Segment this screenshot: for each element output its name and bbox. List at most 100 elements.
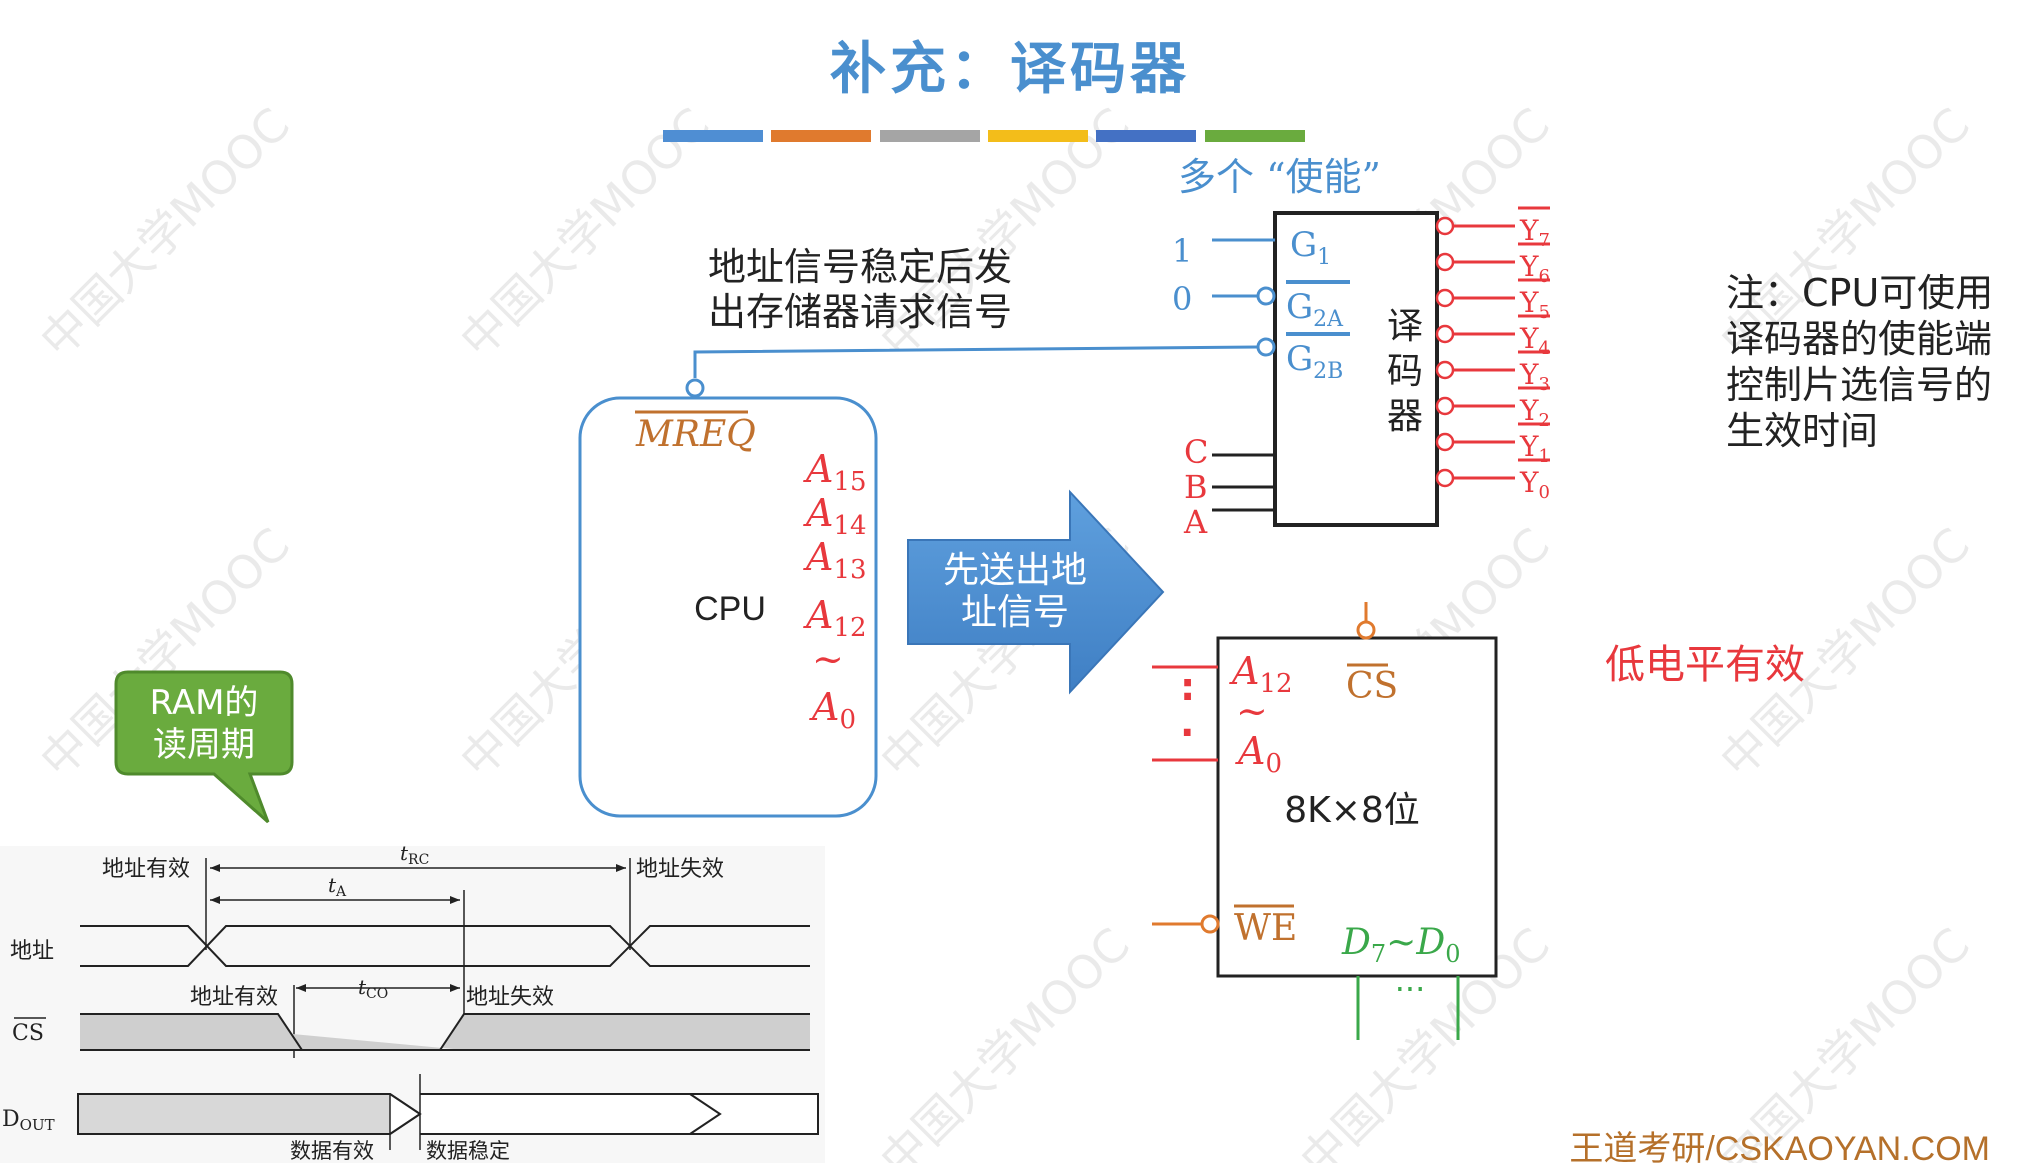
g1-label: G1	[1290, 225, 1331, 270]
enable-caption: 多个 “使能”	[1178, 155, 1381, 199]
note-line: 生效时间	[1726, 409, 1878, 453]
dout-highz-region	[77, 1093, 422, 1135]
watermark-text: 中国大学MOOC	[870, 917, 1140, 1163]
title-color-bar	[663, 130, 1305, 142]
cpu-pin-a12: A12	[803, 593, 867, 643]
cs-high-fill-left	[80, 1014, 302, 1050]
data-ellipsis: ···	[1395, 970, 1426, 1008]
cpu-pin-a13: A13	[803, 535, 867, 585]
output-label: Y4	[1519, 322, 1550, 359]
low-active-label: 低电平有效	[1605, 642, 1805, 688]
signal-annotation-line: 地址信号稳定后发	[708, 245, 1012, 289]
enable-value-1: 1	[1172, 232, 1192, 270]
decoder-74138: 多个 “使能” 1 G1 0 G2A G2B 译 码 器 C B A	[1172, 155, 1550, 541]
cpu-block: MREQ CPU A15 A14 A13 A12 ~ A0	[578, 396, 878, 818]
output-bubble	[1435, 468, 1455, 488]
decoder-box	[1273, 211, 1439, 527]
color-bar-segment	[663, 130, 763, 142]
ram-pin-tilde: ~	[1236, 689, 1268, 733]
output-label: Y1	[1519, 430, 1550, 467]
ram-cs-label: CS	[1346, 666, 1398, 707]
g2b-bubble	[1256, 337, 1276, 357]
cpu-pin-tilde: ~	[812, 637, 844, 681]
color-bar-segment	[988, 130, 1088, 142]
color-bar-segment	[880, 130, 980, 142]
mreq-bubble	[685, 378, 705, 398]
output-label: Y5	[1519, 286, 1550, 323]
we-bubble	[1200, 914, 1220, 934]
output-bubble	[1435, 360, 1455, 380]
note-line: 译码器的使能端	[1726, 317, 1992, 361]
timing-addr-invalid: 地址失效	[636, 857, 724, 882]
arrow-shape	[907, 489, 1165, 695]
color-bar-segment	[771, 130, 871, 142]
send-address-arrow: 先送出地 址信号	[907, 489, 1165, 695]
decoder-name-char: 码	[1387, 351, 1423, 392]
arrowhead	[450, 896, 460, 904]
ram-addr-dots: .	[1180, 701, 1194, 745]
select-b: B	[1184, 468, 1208, 506]
mreq-label: MREQ	[635, 414, 756, 455]
note-line: 控制片选信号的	[1726, 363, 1992, 407]
output-y0: Y0	[1435, 458, 1550, 503]
g2b-label: G2B	[1286, 339, 1343, 384]
cpu-label: CPU	[694, 590, 766, 628]
watermark-text: 中国大学MOOC	[30, 97, 300, 367]
slide-title: 补充：译码器	[830, 37, 1190, 102]
timing-row-cs: CS	[12, 1021, 44, 1046]
dout-data-region	[389, 1093, 819, 1135]
timing-addr-invalid-2: 地址失效	[466, 985, 554, 1010]
color-bar-segment	[1205, 130, 1305, 142]
arrow-text-line: 先送出地	[943, 550, 1087, 591]
address-waveform	[80, 925, 810, 967]
ram-size-label: 8K×8位	[1284, 790, 1420, 831]
timing-row-dout: DOUT	[2, 1107, 55, 1134]
timing-addr-valid: 地址有效	[102, 857, 190, 882]
output-label: Y6	[1519, 250, 1550, 287]
arrow-text-line: 址信号	[961, 592, 1069, 633]
arrowhead	[296, 984, 306, 992]
cpu-pin-a14: A14	[803, 491, 867, 541]
output-y5: Y5	[1435, 278, 1550, 323]
arrowhead	[450, 984, 460, 992]
decoder-name-char: 器	[1387, 396, 1423, 437]
ram-chip: CS : . A12 ~ A0 8K×8位 WE D7~D0 ···	[1152, 602, 1498, 1040]
ram-addr-dots: :	[1180, 665, 1195, 709]
output-y4: Y4	[1435, 314, 1550, 359]
t-co-label: tCO	[358, 975, 388, 1002]
decoder-outputs: Y7 Y6 Y5 Y4	[1435, 206, 1550, 503]
note-line: 注：CPU可使用	[1726, 271, 1993, 315]
output-bubble	[1435, 324, 1455, 344]
select-c: C	[1184, 433, 1208, 471]
callout-line: RAM的	[150, 683, 259, 723]
output-y2: Y2	[1435, 386, 1550, 431]
color-bar-segment	[1096, 130, 1196, 142]
enable-value-0: 0	[1172, 280, 1192, 318]
mreq-to-g2b-wire	[693, 345, 1259, 378]
output-y3: Y3	[1435, 350, 1550, 395]
arrowhead	[210, 864, 220, 872]
side-note: 注：CPU可使用 译码器的使能端 控制片选信号的 生效时间	[1726, 271, 1993, 453]
ram-we-label: WE	[1234, 908, 1297, 949]
callout-line: 读周期	[153, 725, 255, 765]
output-label: Y2	[1519, 394, 1550, 431]
timing-data-stable: 数据稳定	[426, 1139, 510, 1163]
output-bubble	[1435, 432, 1455, 452]
output-y1: Y1	[1435, 422, 1550, 467]
callout-shape	[114, 670, 294, 824]
g2a-label: G2A	[1286, 287, 1344, 332]
watermark-text: 中国大学MOOC	[1710, 917, 1980, 1163]
signal-annotation-line: 出存储器请求信号	[708, 290, 1012, 334]
ram-pin-a12: A12	[1229, 649, 1293, 699]
ram-data-label: D7~D0	[1341, 922, 1460, 968]
footer-brand: 王道考研/CSKAOYAN.COM	[1569, 1130, 1990, 1163]
cpu-pin-a0: A0	[809, 685, 856, 735]
arrowhead	[210, 896, 220, 904]
output-bubble	[1435, 288, 1455, 308]
timing-row-addr: 地址	[10, 939, 54, 964]
arrowhead	[616, 864, 626, 872]
output-y7: Y7	[1435, 206, 1550, 251]
output-bubble	[1435, 252, 1455, 272]
timing-data-valid: 数据有效	[290, 1139, 374, 1163]
